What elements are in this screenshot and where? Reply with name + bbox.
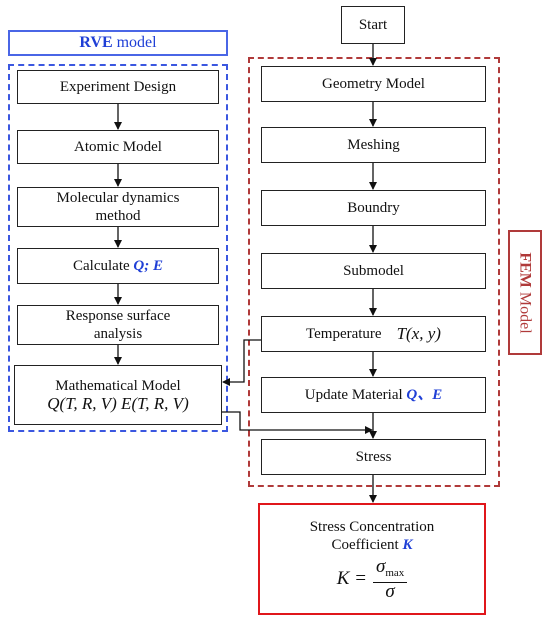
stress-label: Stress: [355, 449, 392, 465]
calculate-box: Calculate Q; E: [17, 248, 219, 284]
rve-frame: [8, 64, 228, 432]
molecular-dynamics-box: Molecular dynamics method: [17, 187, 219, 227]
rsa-line1: Response surface: [65, 308, 171, 324]
response-surface-box: Response surface analysis: [17, 305, 219, 345]
update-material-label: Update Material: [304, 387, 403, 403]
atomic-model-box: Atomic Model: [17, 130, 219, 164]
experiment-design-label: Experiment Design: [59, 79, 177, 95]
math-model-title: Mathematical Model: [55, 378, 181, 394]
update-material-vars: Q、E: [406, 387, 443, 403]
submodel-box: Submodel: [261, 253, 486, 289]
k-formula-lhs: K =: [336, 568, 367, 589]
boundry-label: Boundry: [347, 200, 400, 216]
fem-model-label: FEM Model: [508, 230, 542, 355]
rve-label-bold: RVE: [79, 34, 113, 51]
update-material-box: Update Material Q、E: [261, 377, 486, 413]
geometry-model-label: Geometry Model: [322, 76, 425, 92]
temperature-formula: T(x, y): [396, 324, 441, 343]
temperature-label: Temperature: [306, 326, 382, 342]
rve-label-rest: model: [116, 34, 157, 51]
calculate-vars: Q; E: [133, 258, 163, 274]
start-label: Start: [358, 17, 388, 33]
md-line1: Molecular dynamics: [56, 190, 180, 206]
md-line2: method: [95, 208, 141, 224]
temperature-box: Temperature T(x, y): [261, 316, 486, 352]
k-numerator: σ: [375, 555, 386, 577]
result-line2-var: K: [402, 536, 413, 553]
calculate-label: Calculate: [73, 258, 130, 274]
submodel-label: Submodel: [343, 263, 404, 279]
start-box: Start: [341, 6, 405, 44]
stress-concentration-box: Stress Concentration Coefficient K K = σ…: [258, 503, 486, 615]
k-numerator-sub: max: [385, 566, 405, 579]
mathematical-model-box: Mathematical Model Q(T, R, V) E(T, R, V): [14, 365, 222, 425]
result-line2-prefix: Coefficient: [331, 536, 399, 553]
arrow-temperature-to-math: [222, 339, 261, 386]
k-formula: K = σmax σ: [336, 555, 408, 602]
stress-box: Stress: [261, 439, 486, 475]
geometry-model-box: Geometry Model: [261, 66, 486, 102]
meshing-label: Meshing: [347, 137, 400, 153]
rve-model-label: RVE model: [8, 30, 228, 56]
boundry-box: Boundry: [261, 190, 486, 226]
arrow-math-to-stress: [222, 411, 373, 434]
meshing-box: Meshing: [261, 127, 486, 163]
rsa-line2: analysis: [93, 326, 143, 342]
experiment-design-box: Experiment Design: [17, 70, 219, 104]
math-model-formula: Q(T, R, V) E(T, R, V): [47, 394, 189, 413]
k-denominator: σ: [385, 580, 395, 602]
atomic-model-label: Atomic Model: [74, 139, 162, 155]
k-fraction: σmax σ: [372, 555, 408, 602]
result-line1: Stress Concentration: [309, 518, 435, 535]
